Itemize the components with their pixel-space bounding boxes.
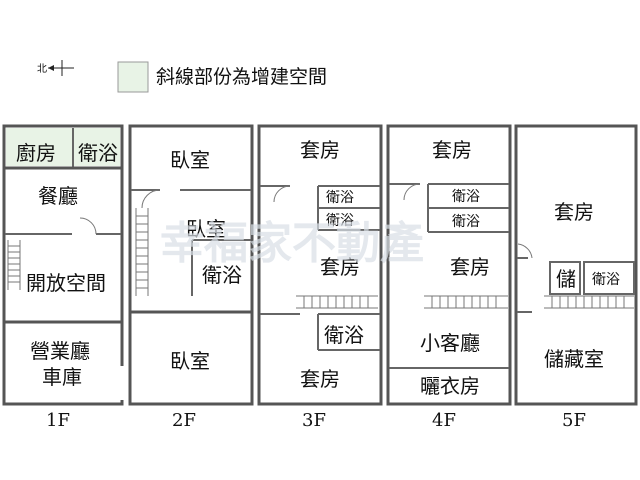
room-bath-4f-2: 衛浴: [452, 214, 480, 230]
floor-5f: 套房 儲 衛浴 儲藏室 5F: [514, 124, 638, 431]
room-suite-3f-mid: 套房: [320, 255, 360, 279]
room-open-space: 開放空間: [26, 271, 106, 295]
room-bedroom-2f-bottom: 臥室: [170, 349, 210, 373]
floor-3f: 套房 衛浴 衛浴 套房 衛浴 套房 3F: [257, 124, 383, 431]
room-bedroom-2f-mid: 臥室: [186, 217, 226, 241]
north-arrow: 北: [37, 60, 74, 76]
stair-4f: [424, 295, 508, 309]
room-lobby: 營業廳: [30, 339, 90, 363]
bath-area-1f: [74, 128, 120, 166]
room-kitchen: 廚房: [16, 141, 56, 165]
stair-3f: [296, 295, 378, 309]
floor-2f: 臥室 臥室 衛浴 臥室 2F: [128, 124, 254, 431]
room-bath-3f-3: 衛浴: [324, 323, 364, 347]
floor-label-5f: 5F: [562, 410, 586, 431]
stair-2f: [135, 208, 149, 296]
room-storage-small-5f: 儲: [556, 267, 576, 291]
floor-3f-outline: [257, 124, 383, 406]
room-storage-5f: 儲藏室: [544, 347, 604, 371]
floor-1f-outline: [2, 124, 124, 406]
bath-5f-box: [583, 261, 635, 295]
room-dining: 餐廳: [38, 184, 78, 208]
room-bath-2f: 衛浴: [202, 263, 242, 287]
stair-5f: [544, 295, 634, 309]
watermark: 幸福家不動產: [160, 218, 424, 269]
room-suite-4f-top: 套房: [432, 138, 472, 162]
room-bedroom-2f-top: 臥室: [170, 148, 210, 172]
room-garage: 車庫: [42, 365, 82, 389]
room-suite-4f-mid: 套房: [450, 255, 490, 279]
room-bath-4f-1: 衛浴: [452, 189, 480, 205]
floor-1f: 廚房 衛浴 餐廳 開放空間 營業廳 車庫 1F: [2, 124, 124, 431]
stair-1f: [7, 240, 21, 290]
legend-swatch: [117, 61, 149, 93]
room-bath-3f-1: 衛浴: [326, 190, 354, 206]
north-label: 北: [37, 63, 47, 75]
floor-label-1f: 1F: [46, 410, 70, 431]
legend-text: 斜線部份為增建空間: [156, 66, 327, 88]
room-suite-5f: 套房: [554, 200, 594, 224]
floor-4f: 套房 衛浴 衛浴 套房 小客廳 曬衣房 4F: [386, 124, 512, 431]
floor-label-4f: 4F: [432, 410, 456, 431]
room-laundry-4f: 曬衣房: [420, 374, 480, 398]
legend: 斜線部份為增建空間: [117, 61, 327, 93]
floor-5f-outline: [514, 124, 638, 406]
room-suite-3f-bottom: 套房: [300, 367, 340, 391]
floor-2f-outline: [128, 124, 254, 406]
kitchen-area: [6, 128, 72, 166]
room-living-4f: 小客廳: [420, 331, 480, 355]
room-bath-3f-2: 衛浴: [326, 213, 354, 229]
floor-4f-outline: [386, 124, 512, 406]
storage-small-box: [549, 261, 581, 295]
floor-label-3f: 3F: [302, 410, 326, 431]
room-suite-3f-top: 套房: [300, 138, 340, 162]
room-bath-5f: 衛浴: [592, 272, 620, 288]
room-bath-1f: 衛浴: [78, 141, 118, 165]
floor-label-2f: 2F: [172, 410, 196, 431]
